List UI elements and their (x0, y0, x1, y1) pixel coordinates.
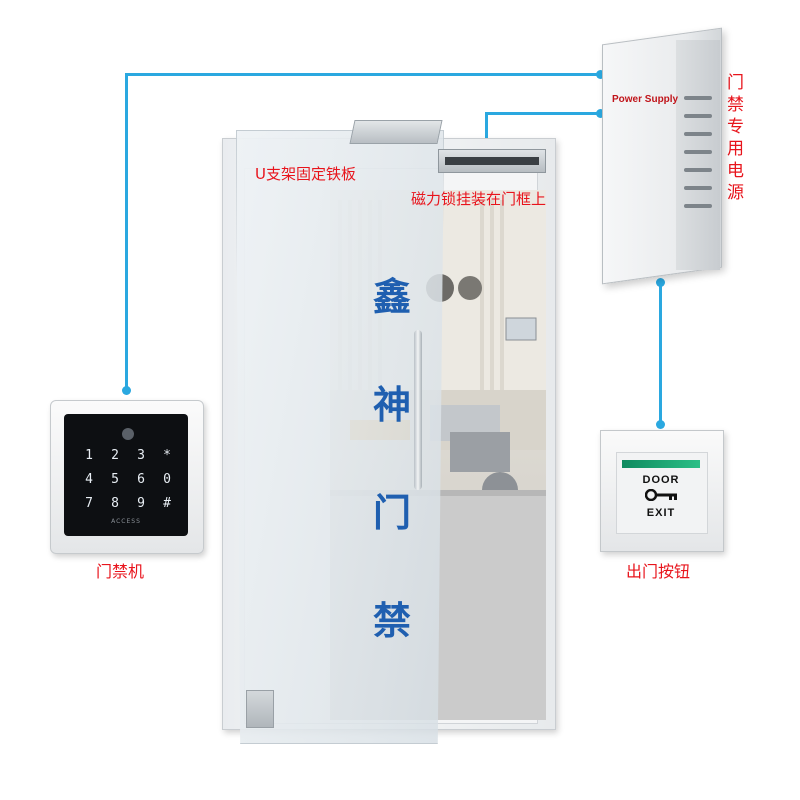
bell-icon (122, 428, 134, 440)
keypad-key: 1 (85, 448, 93, 463)
keypad-key: * (163, 448, 171, 463)
brand-char-2: 神 (372, 383, 411, 427)
label-u-bracket: U支架固定铁板 (255, 165, 356, 183)
door-handle (414, 330, 422, 490)
power-supply-side (676, 40, 720, 270)
wire-keypad-top (125, 73, 600, 76)
psu-vent (684, 186, 712, 190)
wire-endpoint-psu-top (596, 70, 605, 79)
psu-vent (684, 132, 712, 136)
label-psu: 门禁专用电源 (727, 73, 744, 203)
keypad-key: 6 (137, 472, 145, 487)
psu-vent (684, 204, 712, 208)
exit-door-text: DOOR (642, 474, 680, 486)
u-bracket-plate (349, 120, 443, 144)
wire-endpoint-exit (656, 420, 665, 429)
psu-title: Power Supply (612, 94, 679, 105)
psu-vent (684, 168, 712, 172)
keypad-key: 5 (111, 472, 119, 487)
label-keypad: 门禁机 (96, 562, 145, 581)
keypad-key: # (163, 496, 171, 511)
glass-door (236, 130, 444, 744)
keypad-key: 9 (137, 496, 145, 511)
bottom-pivot-hinge (246, 690, 274, 728)
psu-vent (684, 96, 712, 100)
label-mag-lock: 磁力锁挂装在门框上 (411, 190, 547, 208)
keypad-key: 8 (111, 496, 119, 511)
brand-char-1: 鑫 (372, 275, 411, 319)
wire-keypad-vertical (125, 73, 128, 391)
magnetic-lock (438, 149, 546, 173)
brand-char-4: 禁 (372, 599, 411, 643)
wire-lock-vertical (485, 112, 488, 148)
keypad-key: 4 (85, 472, 93, 487)
exit-exit-text: EXIT (646, 507, 676, 519)
wire-endpoint-keypad (122, 386, 131, 395)
psu-vent (684, 114, 712, 118)
wire-endpoint-psu-lock (596, 109, 605, 118)
wire-lock-horizontal (485, 112, 600, 115)
psu-vent (684, 150, 712, 154)
keypad-brand: ACCESS (111, 518, 141, 525)
wire-endpoint-psu-bottom (656, 278, 665, 287)
exit-indicator-window (622, 460, 700, 468)
keypad-key: 3 (137, 448, 145, 463)
label-exit-button: 出门按钮 (626, 562, 691, 581)
keypad-key: 0 (163, 472, 171, 487)
key-icon (645, 489, 677, 501)
brand-char-3: 门 (372, 491, 411, 535)
keypad-key: 2 (111, 448, 119, 463)
wire-exit-vertical (659, 282, 662, 424)
keypad-key: 7 (85, 496, 93, 511)
